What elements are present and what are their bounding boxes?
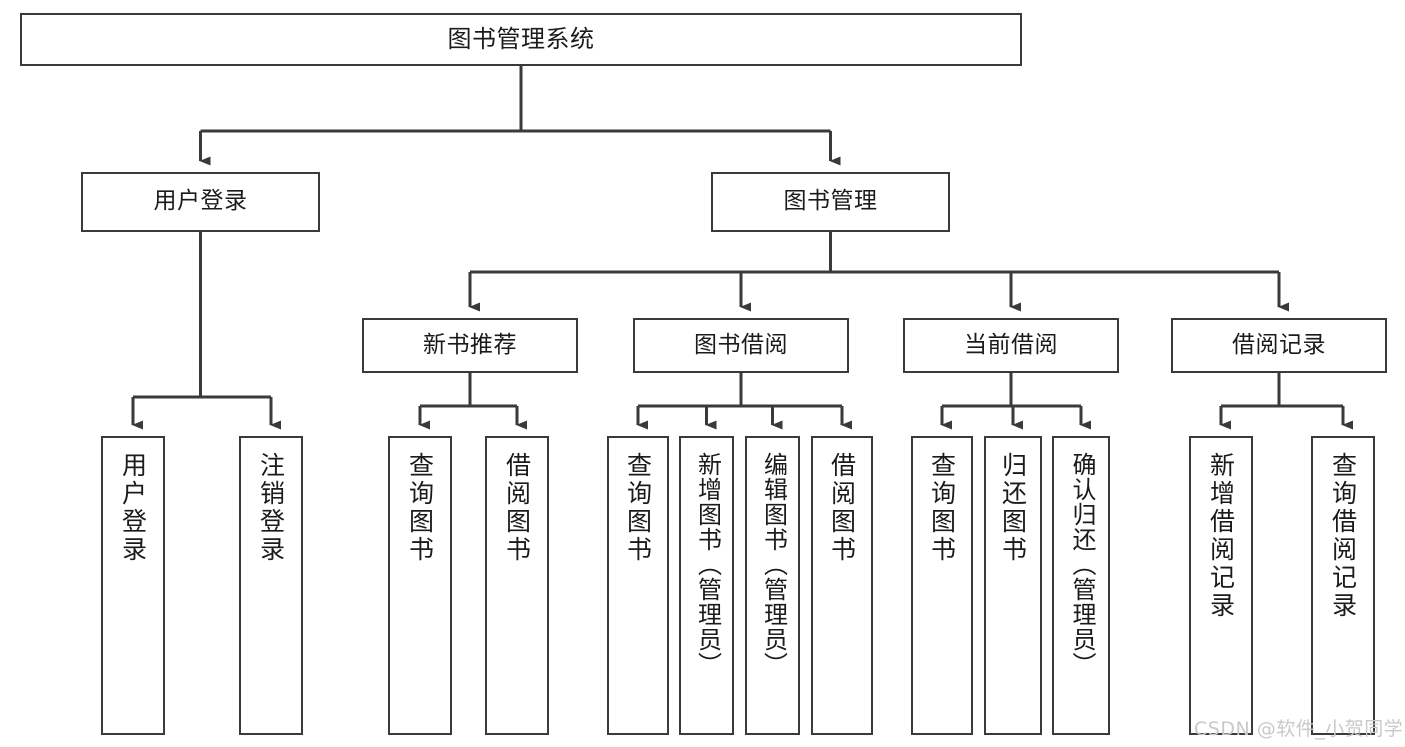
leaf-logout[interactable]: 注销登录 <box>239 436 303 735</box>
node-root-book-management-system[interactable]: 图书管理系统 <box>20 13 1022 66</box>
node-label: 查询图书 <box>927 452 957 564</box>
leaf-user-login[interactable]: 用户登录 <box>101 436 165 735</box>
leaf-query-books-current[interactable]: 查询图书 <box>911 436 973 735</box>
node-label: 图书管理 <box>783 188 878 215</box>
leaf-return-books[interactable]: 归还图书 <box>984 436 1042 735</box>
csdn-watermark: CSDN @软件_小贺同学 <box>1194 718 1404 740</box>
node-label: 查询图书 <box>623 452 653 564</box>
leaf-edit-book-admin[interactable]: 编辑图书（管理员） <box>745 436 800 735</box>
node-label: 编辑图书（管理员） <box>759 452 788 677</box>
leaf-query-books-recommendation[interactable]: 查询图书 <box>388 436 452 735</box>
node-label: 归还图书 <box>998 452 1028 564</box>
node-borrowing-record[interactable]: 借阅记录 <box>1171 318 1387 373</box>
node-label: 当前借阅 <box>964 331 1058 358</box>
node-label: 查询图书 <box>405 452 435 564</box>
leaf-borrow-books-borrowing[interactable]: 借阅图书 <box>811 436 873 735</box>
node-book-management[interactable]: 图书管理 <box>711 172 950 232</box>
node-current-borrowing[interactable]: 当前借阅 <box>903 318 1119 373</box>
node-label: 借阅图书 <box>502 452 532 564</box>
node-label: 注销登录 <box>256 452 286 564</box>
node-label: 确认归还（管理员） <box>1067 452 1096 677</box>
node-user-login[interactable]: 用户登录 <box>81 172 320 232</box>
leaf-confirm-return-admin[interactable]: 确认归还（管理员） <box>1052 436 1110 735</box>
node-label: 借阅图书 <box>827 452 857 564</box>
node-label: 新书推荐 <box>423 331 517 358</box>
node-label: 用户登录 <box>118 452 148 564</box>
node-label: 图书借阅 <box>694 331 788 358</box>
node-label: 图书管理系统 <box>447 25 595 54</box>
node-label: 查询借阅记录 <box>1328 452 1358 620</box>
leaf-query-borrowing-record[interactable]: 查询借阅记录 <box>1311 436 1375 735</box>
node-label: 用户登录 <box>153 188 248 215</box>
leaf-add-borrowing-record[interactable]: 新增借阅记录 <box>1189 436 1253 735</box>
node-book-borrowing[interactable]: 图书借阅 <box>633 318 849 373</box>
leaf-query-books-borrowing[interactable]: 查询图书 <box>607 436 669 735</box>
node-label: 新增借阅记录 <box>1206 452 1236 620</box>
node-label: 新增图书（管理员） <box>693 452 722 677</box>
node-label: 借阅记录 <box>1232 331 1326 358</box>
leaf-add-book-admin[interactable]: 新增图书（管理员） <box>679 436 734 735</box>
node-new-book-recommendation[interactable]: 新书推荐 <box>362 318 578 373</box>
leaf-borrow-books-recommendation[interactable]: 借阅图书 <box>485 436 549 735</box>
